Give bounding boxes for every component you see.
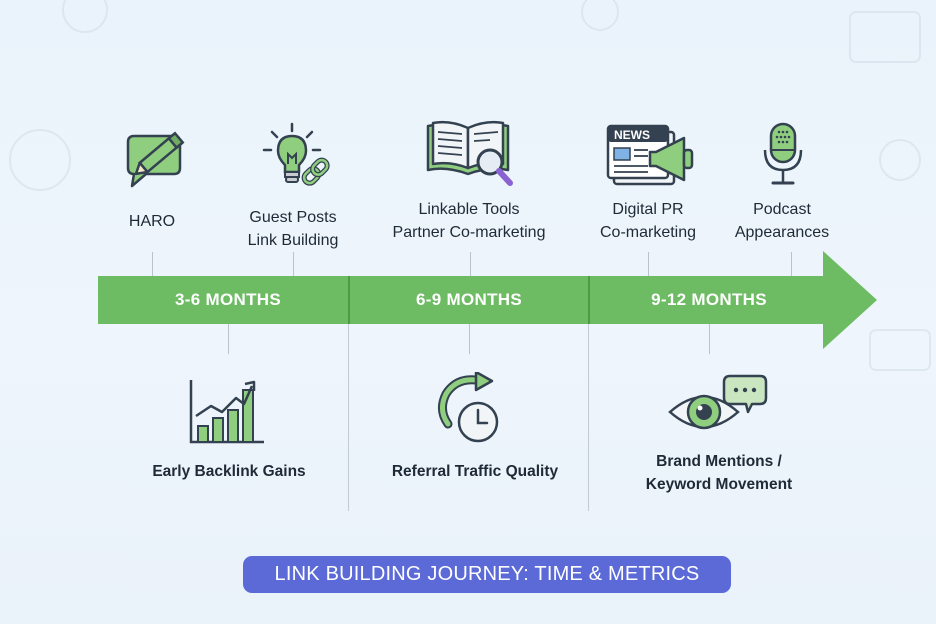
tactic-label-linkable-tools: Linkable Tools Partner Co-marketing bbox=[393, 198, 546, 244]
clock-refresh-icon bbox=[438, 372, 499, 443]
stage-label-3-6: 3-6 MONTHS bbox=[175, 290, 281, 309]
tactic-tick bbox=[648, 252, 649, 276]
tactic-label-haro: HARO bbox=[129, 210, 175, 233]
news-megaphone-icon: NEWS bbox=[606, 124, 694, 186]
tactic-label-podcast: Podcast Appearances bbox=[735, 198, 829, 244]
stage-label-6-9: 6-9 MONTHS bbox=[416, 290, 522, 309]
microphone-icon bbox=[763, 122, 803, 185]
page-title: LINK BUILDING JOURNEY: TIME & METRICS bbox=[243, 556, 731, 593]
stage-label-9-12: 9-12 MONTHS bbox=[651, 290, 767, 309]
metric-line: Keyword Movement bbox=[645, 476, 793, 493]
tactic-line: Co-marketing bbox=[599, 224, 697, 241]
tactic-tick bbox=[152, 252, 153, 276]
metric-tick bbox=[228, 324, 229, 354]
book-magnifier-icon bbox=[426, 120, 513, 186]
metric-tick bbox=[709, 324, 710, 354]
pencil-chat-icon bbox=[126, 131, 185, 188]
tactic-label-digital-pr: Digital PR Co-marketing bbox=[600, 198, 696, 244]
stage-divider bbox=[348, 324, 349, 511]
tactic-tick bbox=[791, 252, 792, 276]
stage-divider bbox=[588, 324, 589, 511]
tactic-tick bbox=[293, 252, 294, 276]
metric-label-brand-mentions: Brand Mentions / Keyword Movement bbox=[646, 450, 792, 496]
news-icon-text: NEWS bbox=[614, 128, 650, 142]
metric-label-early-backlink: Early Backlink Gains bbox=[152, 460, 305, 483]
lightbulb-link-icon bbox=[262, 122, 330, 186]
eye-chat-icon bbox=[668, 374, 768, 430]
tactic-line: HARO bbox=[128, 213, 176, 230]
metric-label-referral-traffic: Referral Traffic Quality bbox=[392, 460, 558, 483]
metric-line: Referral Traffic Quality bbox=[391, 463, 559, 480]
tactic-line: Guest Posts bbox=[249, 209, 337, 226]
tactic-line: Link Building bbox=[247, 232, 339, 249]
metric-line: Early Backlink Gains bbox=[152, 463, 306, 480]
metric-line: Brand Mentions / bbox=[656, 453, 782, 470]
tactic-line: Linkable Tools bbox=[418, 201, 520, 218]
tactic-line: Digital PR bbox=[612, 201, 684, 218]
tactic-label-guest-posts: Guest Posts Link Building bbox=[248, 206, 339, 252]
tactic-line: Appearances bbox=[734, 224, 830, 241]
tactic-line: Podcast bbox=[753, 201, 811, 218]
growth-chart-icon bbox=[189, 380, 264, 444]
tactic-line: Partner Co-marketing bbox=[392, 224, 546, 241]
tactic-tick bbox=[470, 252, 471, 276]
metric-tick bbox=[469, 324, 470, 354]
